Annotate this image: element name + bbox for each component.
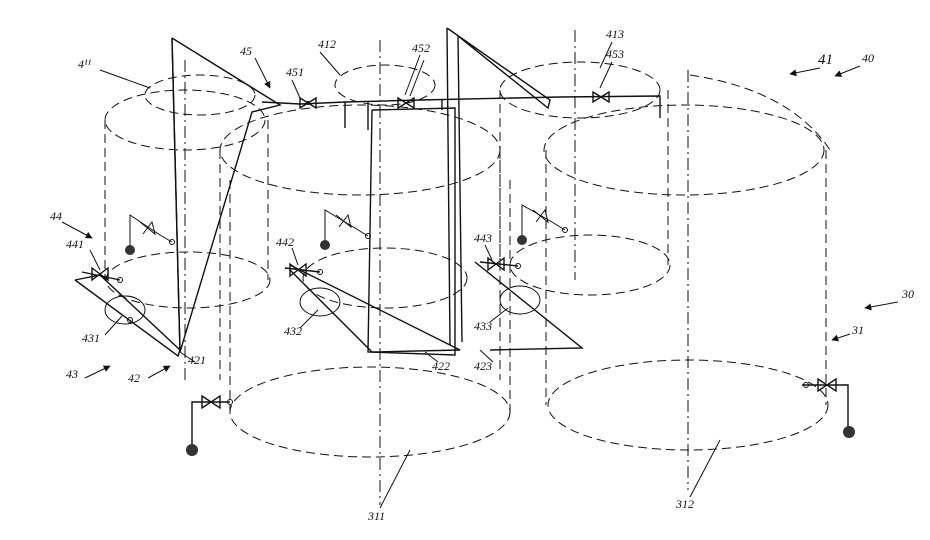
label-443: 443 bbox=[474, 231, 492, 245]
label-40: 40 bbox=[862, 51, 874, 65]
label-43: 43 bbox=[66, 367, 78, 381]
panel-433 bbox=[474, 261, 584, 351]
reference-labels: 4¹¹ 45 412 451 452 413 453 41 40 44 441 … bbox=[50, 27, 914, 523]
upper-valve-left bbox=[125, 214, 175, 255]
label-433: 433 bbox=[474, 319, 492, 333]
panel-432 bbox=[289, 264, 461, 353]
valve-443 bbox=[479, 256, 541, 315]
leader-lines bbox=[61, 41, 899, 509]
tank-left bbox=[104, 60, 271, 380]
label-453: 453 bbox=[606, 47, 624, 61]
label-312: 312 bbox=[675, 497, 694, 511]
label-441: 441 bbox=[66, 237, 84, 251]
label-431: 431 bbox=[82, 331, 100, 345]
top-pipe bbox=[261, 95, 661, 130]
upper-valve-right bbox=[517, 204, 568, 245]
valve-453 bbox=[592, 90, 610, 104]
label-45: 45 bbox=[240, 44, 252, 58]
panel-423 bbox=[446, 27, 551, 346]
valve-451 bbox=[299, 96, 317, 110]
label-41: 41 bbox=[818, 52, 833, 68]
label-422: 422 bbox=[432, 359, 450, 373]
label-31: 31 bbox=[851, 323, 864, 337]
label-30: 30 bbox=[901, 287, 914, 301]
valve-442 bbox=[284, 262, 341, 317]
label-432: 432 bbox=[284, 324, 302, 338]
panel-422 bbox=[367, 107, 456, 356]
tank-311 bbox=[229, 40, 511, 505]
label-442: 442 bbox=[276, 235, 294, 249]
label-44: 44 bbox=[50, 209, 62, 223]
panel-421 bbox=[171, 37, 282, 353]
upper-valve-mid bbox=[320, 209, 371, 250]
tank-312 bbox=[543, 70, 831, 490]
label-452: 452 bbox=[412, 41, 430, 55]
label-421: 421 bbox=[188, 353, 206, 367]
label-311: 311 bbox=[367, 509, 385, 523]
label-413: 413 bbox=[606, 27, 624, 41]
drain-valve-left bbox=[186, 394, 233, 456]
drain-valve-right bbox=[802, 377, 855, 438]
valve-452 bbox=[397, 96, 415, 110]
label-411: 4¹¹ bbox=[78, 57, 92, 71]
valve-441 bbox=[81, 266, 146, 325]
label-423: 423 bbox=[474, 359, 492, 373]
tank-right bbox=[499, 30, 671, 296]
label-412: 412 bbox=[318, 37, 336, 51]
label-42: 42 bbox=[128, 371, 140, 385]
label-451: 451 bbox=[286, 65, 304, 79]
